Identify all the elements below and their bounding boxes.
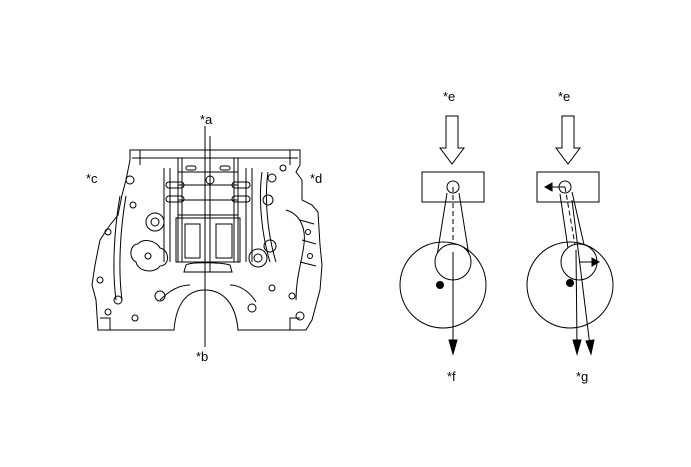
bolt-hole bbox=[296, 312, 304, 320]
label-e-right: *e bbox=[558, 89, 571, 104]
bolt-hole bbox=[105, 229, 111, 235]
boss-circle bbox=[146, 213, 164, 231]
bolt-hole bbox=[306, 230, 311, 235]
bolt-hole bbox=[97, 277, 103, 283]
bolt-hole bbox=[126, 176, 134, 184]
left-rib bbox=[120, 196, 126, 300]
cylinder-block-outline bbox=[92, 150, 322, 330]
bolt-hole bbox=[263, 195, 273, 205]
bolt-hole bbox=[105, 309, 111, 315]
vent-slot bbox=[220, 166, 230, 170]
bore-wall-inner-lines bbox=[182, 158, 234, 262]
crank-center-right bbox=[567, 280, 574, 287]
lower-pockets bbox=[185, 224, 232, 258]
piston-pin-left bbox=[447, 181, 459, 193]
piston-diagram-right bbox=[527, 116, 613, 354]
vent-slot bbox=[166, 196, 184, 202]
bolt-hole bbox=[130, 202, 136, 208]
bottom-mounts bbox=[100, 318, 300, 330]
rod-centerline-right bbox=[565, 187, 578, 262]
force-line-right-b bbox=[572, 200, 590, 346]
bolt-hole bbox=[132, 315, 138, 321]
bolt-hole bbox=[308, 254, 313, 259]
bore-wall-lines bbox=[178, 158, 238, 262]
force-arrow-right bbox=[556, 116, 580, 164]
arrowhead-right-b bbox=[586, 340, 594, 354]
torque-arrowhead bbox=[592, 258, 599, 266]
bolt-hole bbox=[269, 285, 275, 291]
crank-center-left bbox=[437, 282, 444, 289]
vent-slot bbox=[186, 166, 196, 170]
label-f: *f bbox=[447, 369, 456, 384]
force-arrow-left bbox=[440, 116, 464, 164]
arrowhead-left bbox=[449, 340, 457, 354]
right-rib bbox=[266, 172, 276, 262]
arrowhead-right-a bbox=[573, 340, 581, 354]
side-fins bbox=[300, 220, 316, 266]
bolt-hole bbox=[289, 293, 295, 299]
bolt-hole bbox=[268, 174, 276, 182]
label-a: *a bbox=[200, 112, 213, 127]
piston-diagram-left bbox=[400, 116, 486, 354]
bolt-hole bbox=[145, 253, 151, 259]
bolt-hole bbox=[248, 304, 256, 312]
vent-slot bbox=[166, 182, 184, 188]
vent-slot bbox=[232, 196, 250, 202]
piston-left bbox=[422, 172, 484, 202]
side-contour bbox=[286, 210, 304, 300]
crank-circle-right bbox=[527, 242, 613, 328]
label-e-left: *e bbox=[443, 89, 456, 104]
boss-circle bbox=[249, 249, 267, 267]
piston-right bbox=[537, 172, 599, 202]
left-rib bbox=[114, 196, 120, 300]
bolt-hole bbox=[155, 291, 165, 301]
boss-hole bbox=[254, 254, 262, 262]
boss-hole bbox=[151, 218, 159, 226]
label-g: *g bbox=[576, 369, 589, 384]
label-b: *b bbox=[196, 349, 209, 364]
bolt-hole bbox=[280, 165, 286, 171]
crank-circle-left bbox=[400, 242, 486, 328]
force-line-right-a bbox=[576, 250, 577, 346]
boss-circle bbox=[264, 240, 276, 252]
right-web bbox=[246, 168, 252, 262]
label-c: *c bbox=[86, 171, 98, 186]
crank-arch bbox=[160, 285, 256, 302]
label-d: *d bbox=[310, 171, 323, 186]
block-top-corners bbox=[140, 150, 290, 165]
lower-housing bbox=[176, 218, 240, 262]
vent-slot bbox=[232, 182, 250, 188]
main-bearing-cap bbox=[184, 263, 232, 272]
cylinder-block bbox=[92, 150, 322, 330]
bore-bands bbox=[178, 172, 238, 215]
left-web bbox=[164, 168, 170, 262]
oil-pump-mount bbox=[131, 241, 168, 271]
side-thrust-arrowhead bbox=[545, 183, 552, 191]
right-rib bbox=[260, 172, 270, 262]
